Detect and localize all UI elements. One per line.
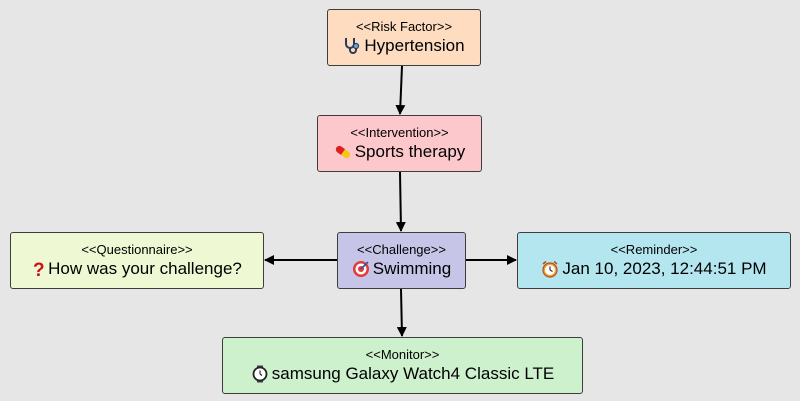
reminder-node[interactable]: <<Reminder>> Jan 10, 2023, 12:44:51 PM xyxy=(517,232,791,289)
pill-icon xyxy=(334,143,352,161)
reminder-label: Jan 10, 2023, 12:44:51 PM xyxy=(562,259,767,278)
intervention-label-row: Sports therapy xyxy=(334,142,466,162)
reminder-stereotype: <<Reminder>> xyxy=(610,242,698,257)
challenge-stereotype: <<Challenge>> xyxy=(357,242,446,257)
reminder-label-row: Jan 10, 2023, 12:44:51 PM xyxy=(541,259,767,279)
challenge-label: Swimming xyxy=(372,259,452,278)
svg-text:?: ? xyxy=(33,260,45,278)
questionnaire-stereotype: <<Questionnaire>> xyxy=(81,242,193,257)
risk-factor-node[interactable]: <<Risk Factor>> Hypertension xyxy=(327,9,481,66)
intervention-label: Sports therapy xyxy=(354,142,466,161)
risk-factor-label-row: Hypertension xyxy=(343,36,465,56)
alarm-clock-icon xyxy=(541,260,559,278)
intervention-node[interactable]: <<Intervention>> Sports therapy xyxy=(317,115,482,172)
watch-icon xyxy=(251,365,269,383)
monitor-label-row: samsung Galaxy Watch4 Classic LTE xyxy=(251,364,554,384)
edge-risk-intervention xyxy=(395,65,406,115)
intervention-stereotype: <<Intervention>> xyxy=(350,125,449,140)
stethoscope-icon xyxy=(343,37,361,55)
challenge-node[interactable]: <<Challenge>> Swimming xyxy=(337,232,466,289)
monitor-node[interactable]: <<Monitor>> samsung Galaxy Watch4 Classi… xyxy=(222,337,583,394)
risk-factor-stereotype: <<Risk Factor>> xyxy=(355,19,453,34)
questionnaire-node[interactable]: <<Questionnaire>> ? How was your challen… xyxy=(10,232,264,289)
questionnaire-label: How was your challenge? xyxy=(48,259,242,278)
risk-factor-label: Hypertension xyxy=(364,36,465,55)
edge-challenge-monitor xyxy=(396,288,407,337)
edge-intervention-challenge xyxy=(395,171,406,232)
monitor-label: samsung Galaxy Watch4 Classic LTE xyxy=(271,364,555,383)
target-icon xyxy=(352,260,370,278)
monitor-stereotype: <<Monitor>> xyxy=(365,347,440,362)
challenge-label-row: Swimming xyxy=(352,259,451,279)
questionnaire-label-row: ? How was your challenge? xyxy=(32,259,242,279)
question-icon: ? xyxy=(32,260,45,278)
